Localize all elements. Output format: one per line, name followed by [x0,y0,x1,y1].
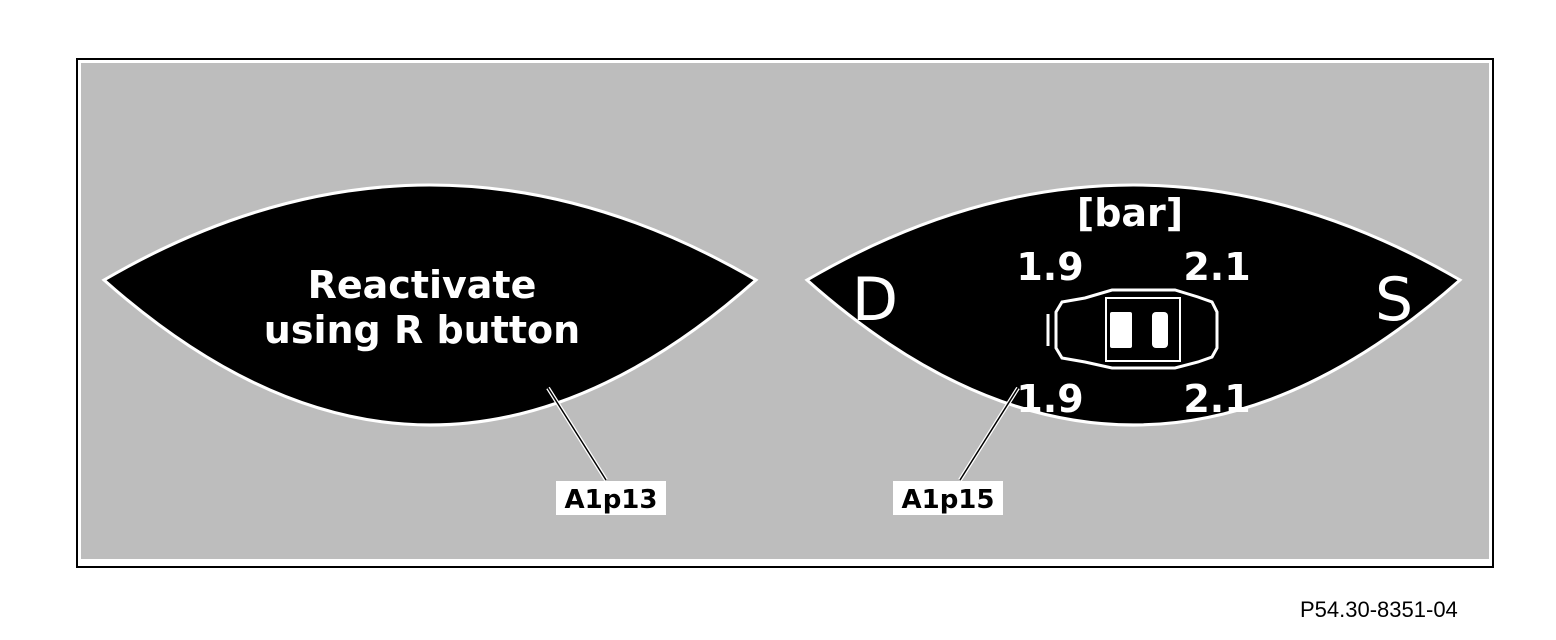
gear-indicator-d: D [852,265,898,335]
figure-reference-code: P54.30-8351-04 [1300,597,1458,622]
right-callout-label: A1p15 [901,485,994,515]
gear-indicator-s: S [1375,265,1413,335]
pressure-front-left: 1.9 [1016,245,1083,289]
car-seat-rear [1152,312,1168,348]
left-display-message-line-1: Reactivate [308,263,537,307]
car-seats-icon [1110,312,1168,348]
car-top-view-icon [1046,288,1219,370]
left-callout-box [556,481,666,515]
car-body-outline [1054,288,1219,370]
right-callout-leader [959,387,1019,481]
left-display-message-line-2: using R button [264,308,580,352]
pressure-front-right: 2.1 [1183,245,1250,289]
car-seat-front [1110,312,1132,348]
pressure-rear-right: 2.1 [1183,377,1250,421]
car-cabin-outline [1105,297,1181,362]
pressure-unit-label: [bar] [1077,191,1183,235]
right-display: [bar] D S 1.9 2.1 1.9 2.1 A1p15 [804,183,1463,515]
left-callout-label: A1p13 [564,485,657,515]
right-callout-box [893,481,1003,515]
left-display: Reactivate using R button A1p13 [101,183,759,515]
left-display-shape [101,183,759,427]
left-callout-leader [547,387,607,481]
pressure-rear-left: 1.9 [1016,377,1083,421]
